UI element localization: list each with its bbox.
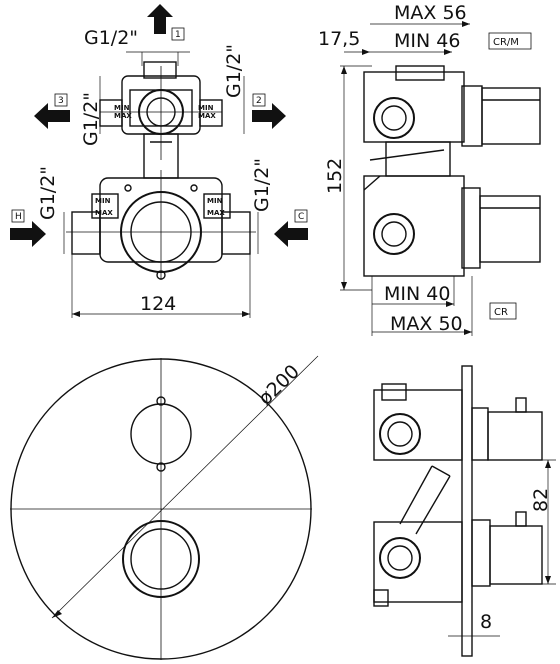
spacing-label: 82 xyxy=(530,488,552,512)
port-tag-3 xyxy=(54,93,68,107)
tag-cr-m xyxy=(488,32,532,50)
arrow-left-icon xyxy=(34,103,70,129)
min-mark-left-lower: MIN xyxy=(95,197,111,205)
diameter-label: ø200 xyxy=(254,361,304,410)
height-label: 152 xyxy=(324,158,346,194)
port-label-1: 1 xyxy=(175,30,181,40)
port-label-h: H xyxy=(15,212,22,222)
arrow-right-icon xyxy=(252,103,286,129)
port-label-3: 3 xyxy=(58,96,64,106)
max-mark-left-upper: MAX xyxy=(114,112,132,120)
tag-cr-m-label: CR/M xyxy=(493,37,519,48)
max-mark-left-lower: MAX xyxy=(95,209,113,217)
width-dimension: 124 xyxy=(140,293,176,315)
plate-label: 8 xyxy=(480,611,492,633)
offset-label: 17,5 xyxy=(318,28,360,50)
thread-label-top-right: G1/2" xyxy=(223,44,245,98)
arrow-hot-inlet-icon xyxy=(10,221,46,247)
side-depth-view: MAX 56 17,5 MIN 46 CR/M 152 xyxy=(318,2,541,336)
max-depth-label: MAX 56 xyxy=(394,2,467,24)
port-label-c: C xyxy=(298,212,304,222)
min-depth-label: MIN 46 xyxy=(394,30,460,52)
port-label-2: 2 xyxy=(256,96,262,106)
min-mark-right-upper: MIN xyxy=(198,104,214,112)
max-mark-right-upper: MAX xyxy=(198,112,216,120)
min-mark-right-lower: MIN xyxy=(207,197,223,205)
side-section-view: 82 8 xyxy=(373,365,556,657)
cover-plate-view: ø200 xyxy=(10,355,319,660)
thread-label-top: G1/2" xyxy=(84,27,138,49)
thread-label-right-lower: G1/2" xyxy=(251,158,273,212)
min-bottom-label: MIN 40 xyxy=(384,283,450,305)
port-tag-h xyxy=(11,209,25,223)
max-bottom-label: MAX 50 xyxy=(390,313,463,335)
tag-cr-label: CR xyxy=(494,307,508,318)
thread-label-left-upper: G1/2" xyxy=(80,92,102,146)
tag-cr xyxy=(489,302,517,320)
max-mark-right-lower: MAX xyxy=(207,209,225,217)
min-mark-left-upper: MIN xyxy=(114,104,130,112)
arrow-up-icon xyxy=(147,4,173,34)
front-body-view: 1 G1/2" MIN MAX MIN MAX 3 2 G1/2" xyxy=(10,4,308,318)
port-tag-2 xyxy=(252,93,266,107)
arrow-cold-inlet-icon xyxy=(274,221,308,247)
port-tag-c xyxy=(294,209,308,223)
port-tag-1 xyxy=(171,27,185,41)
thread-label-left-lower: G1/2" xyxy=(37,166,59,220)
